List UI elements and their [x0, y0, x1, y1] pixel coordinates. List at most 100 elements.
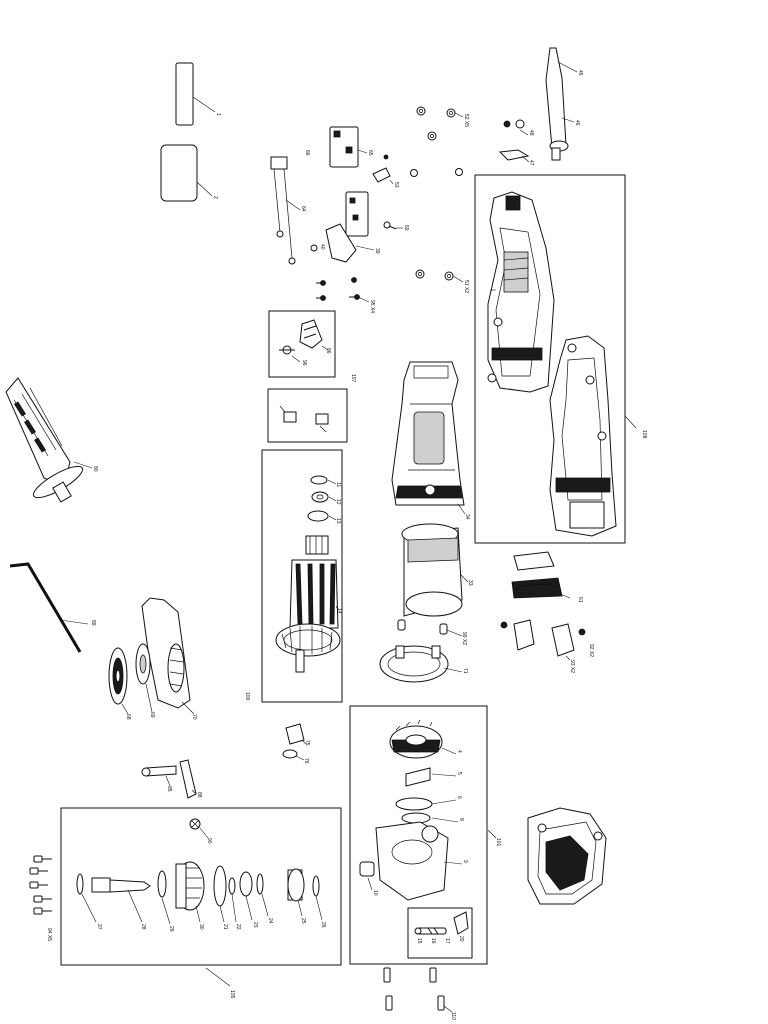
callout-13: 13 — [335, 518, 341, 524]
callout-29: 29 — [168, 926, 174, 932]
callout-48: 48 — [528, 130, 534, 136]
spindle-lock-pin — [545, 47, 578, 161]
screw-bracket — [141, 759, 197, 799]
spindle-assembly — [29, 818, 323, 987]
callout-110: 110 — [450, 1012, 456, 1020]
switch-body — [325, 191, 375, 263]
callout-88: 88 — [196, 792, 202, 798]
callout-51x2: 51 X2 — [463, 280, 469, 293]
gearcase-group — [359, 719, 497, 901]
handle-half-right — [549, 335, 637, 537]
callout-11: 11 — [335, 482, 341, 487]
label-plate-1 — [175, 62, 194, 126]
callout-61: 61 — [577, 597, 583, 603]
callout-75: 75 — [304, 740, 310, 746]
wire-harness — [270, 156, 301, 265]
pin-99b — [439, 623, 448, 635]
callout-93x2: 93 X2 — [569, 660, 575, 673]
switch-module — [329, 126, 368, 168]
small-hardware — [310, 106, 464, 303]
group-box-107 — [268, 310, 336, 378]
callout-6: 6 — [456, 796, 462, 799]
callout-96: 96 — [301, 360, 307, 366]
callout-53: 53 — [393, 182, 399, 188]
callout-52x5: 52 X5 — [463, 114, 469, 127]
callout-108: 108 — [641, 430, 647, 439]
callout-101: 101 — [495, 838, 501, 847]
callout-45: 45 — [577, 70, 583, 76]
callout-30: 30 — [198, 924, 204, 930]
bottom-screws — [383, 967, 453, 1013]
callout-40: 40 — [319, 244, 325, 250]
guard — [141, 597, 195, 715]
callout-70: 70 — [191, 714, 197, 720]
side-handle — [5, 377, 93, 503]
group-box-110 — [407, 907, 473, 959]
field-coil — [401, 523, 469, 617]
callout-94x5: 94 X5 — [46, 928, 52, 941]
callout-34: 34 — [464, 514, 470, 520]
motor-housing — [391, 361, 466, 515]
nut-75 — [282, 723, 307, 761]
carbon-brushes — [279, 405, 329, 433]
fan-baffle — [379, 645, 463, 683]
spring-clip-47 — [498, 149, 530, 161]
washer-48 — [515, 119, 525, 129]
callout-80: 80 — [92, 466, 98, 472]
callout-27: 27 — [96, 924, 102, 930]
callout-1: 1 — [215, 113, 221, 116]
handle-half-left — [487, 191, 555, 393]
callout-17: 17 — [444, 938, 450, 944]
group-box-101 — [349, 705, 488, 965]
callout-12: 12 — [335, 499, 341, 505]
group-box-108 — [474, 174, 626, 544]
callout-107: 107 — [350, 374, 356, 383]
snap-ring-48a — [503, 120, 511, 128]
switch-rocker — [511, 551, 571, 599]
callout-23: 23 — [252, 922, 258, 928]
callout-39: 39 — [374, 248, 380, 254]
callout-10: 10 — [372, 890, 378, 896]
callout-46: 46 — [574, 120, 580, 126]
callout-9: 9 — [462, 860, 468, 863]
callout-14: 14 — [336, 608, 342, 614]
callout-28: 28 — [140, 924, 146, 930]
callout-47: 47 — [528, 160, 534, 166]
callout-22: 22 — [235, 924, 241, 930]
callout-86: 86 — [325, 348, 331, 354]
actuator-92 — [551, 623, 586, 661]
callout-65: 65 — [367, 150, 373, 156]
callout-25: 25 — [300, 918, 306, 924]
label-plate-2 — [160, 144, 198, 202]
callout-105: 105 — [229, 990, 235, 999]
callout-64: 64 — [300, 206, 306, 212]
callout-2: 2 — [212, 196, 218, 199]
callout-5: 5 — [456, 772, 462, 775]
armature — [275, 475, 341, 673]
callout-16: 16 — [430, 938, 436, 944]
callout-90: 90 — [206, 838, 212, 844]
callout-33: 33 — [467, 580, 473, 586]
callout-4: 4 — [456, 750, 462, 753]
callout-85: 85 — [166, 786, 172, 792]
brush-spring-assembly — [279, 319, 329, 363]
callout-66: 66 — [304, 150, 310, 156]
group-box-100 — [261, 449, 343, 703]
callout-labels: 1 2 45 46 48 47 52 X5 51 X2 95 X4 64 39 … — [46, 70, 647, 1020]
callout-92x2: 92 X2 — [588, 644, 594, 657]
callout-69: 69 — [149, 712, 155, 718]
callout-76: 76 — [303, 758, 309, 764]
group-box-106 — [267, 388, 348, 443]
outer-flange — [108, 647, 129, 715]
callout-21: 21 — [222, 924, 228, 930]
callout-15: 15 — [416, 938, 422, 944]
spindle-lock-110 — [414, 911, 469, 935]
actuator-93 — [500, 619, 535, 651]
inner-flange — [135, 643, 153, 713]
callout-68: 68 — [125, 714, 131, 720]
callout-100: 100 — [244, 692, 250, 701]
callout-24: 24 — [267, 918, 273, 924]
callout-26: 26 — [320, 922, 326, 928]
callout-99x2: 99 X2 — [461, 632, 467, 645]
